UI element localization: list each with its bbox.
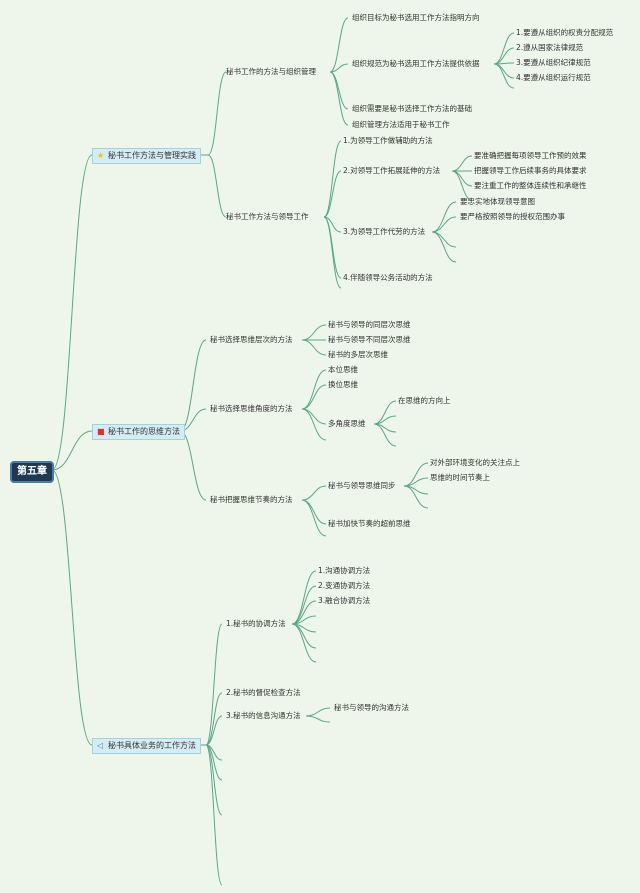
node-leaf[interactable]: 组织目标为秘书选用工作方法指明方向 [352,13,480,22]
connector [205,744,223,886]
branch-label: 秘书工作的思维方法 [108,427,180,436]
node-coordination[interactable]: 1.秘书的协调方法 [226,619,286,628]
connector [301,339,327,356]
root-node[interactable]: 第五章 [10,461,54,483]
node-leaf[interactable]: 2.遵从国家法律规范 [516,43,584,52]
connector [205,715,223,746]
connector [329,71,349,126]
connector [493,63,515,89]
connector [431,201,457,233]
node-thinking-level[interactable]: 秘书选择思维层次的方法 [210,335,293,344]
star-icon: ★ [97,151,105,160]
node-extend-method[interactable]: 2.对领导工作拓展延伸的方法 [343,166,441,175]
connector-root [51,154,93,471]
node-leaf[interactable]: 4.要遵从组织运行规范 [516,73,591,82]
node-org-norms[interactable]: 组织规范为秘书选用工作方法提供依据 [352,59,480,68]
connector [301,384,327,410]
node-leaf[interactable]: 在思维的方向上 [398,396,451,405]
node-leaf[interactable]: 对外部环境变化的关注点上 [430,458,520,467]
node-method-leadership[interactable]: 秘书工作方法与领导工作 [226,212,309,221]
connector [305,715,331,723]
connector [403,485,429,509]
node-leaf[interactable]: 把握领导工作后续事务的具体要求 [474,166,587,175]
node-leaf[interactable]: 要严格按照领导的授权范围办事 [460,212,565,221]
connector [205,744,223,816]
send-icon: ◁ [97,741,104,750]
connector [207,154,227,218]
connector-root [51,430,93,471]
connector [205,692,223,746]
connector [451,170,473,187]
connector [301,408,327,441]
node-method-org-management[interactable]: 秘书工作的方法与组织管理 [226,67,316,76]
connector [323,140,342,218]
node-thinking-rhythm[interactable]: 秘书把握思维节奏的方法 [210,495,293,504]
node-leaf[interactable]: 秘书与领导不同层次思维 [328,335,411,344]
connector [329,17,349,73]
connector [207,71,227,156]
node-multi-angle[interactable]: 多角度思维 [328,419,366,428]
connector [329,71,349,110]
connector [205,623,223,746]
flag-icon: ■ [97,427,105,436]
node-leaf[interactable]: 1.为领导工作做辅助的方法 [343,136,433,145]
connector [451,155,473,172]
node-leaf[interactable]: 换位思维 [328,380,358,389]
node-info-communication[interactable]: 3.秘书的信息沟通方法 [226,711,301,720]
node-leaf[interactable]: 本位思维 [328,365,358,374]
node-thinking-angle[interactable]: 秘书选择思维角度的方法 [210,404,293,413]
connector [179,339,207,432]
node-leaf[interactable]: 秘书与领导的同层次思维 [328,320,411,329]
connector [305,707,331,717]
branch-thinking-methods[interactable]: ■秘书工作的思维方法 [92,424,185,440]
connector [301,408,327,425]
connector [301,499,327,525]
node-leaf[interactable]: 1.要遵从组织的权责分配规范 [516,28,614,37]
node-leaf[interactable]: 4.伴随领导公务活动的方法 [343,273,433,282]
connector [301,369,327,410]
connector [301,485,327,501]
node-leaf[interactable]: 要忠实地体现领导意图 [460,197,535,206]
node-leaf[interactable]: 秘书加快节奏的超前思维 [328,519,411,528]
node-proxy-method[interactable]: 3.为领导工作代劳的方法 [343,227,426,236]
node-leaf[interactable]: 思维的时间节奏上 [430,473,490,482]
connector [291,623,317,663]
node-leaf[interactable]: 组织管理方法适用于秘书工作 [352,120,450,129]
node-leaf[interactable]: 要准确把握每项领导工作预的效果 [474,151,587,160]
connector [493,32,515,65]
node-leaf[interactable]: 要注重工作的整体连续性和承继性 [474,181,587,190]
connector [329,63,349,73]
branch-label: 秘书工作方法与管理实践 [108,151,196,160]
connector [493,47,515,65]
node-sync-thinking[interactable]: 秘书与领导思维同步 [328,481,396,490]
connector [431,231,457,263]
node-leaf[interactable]: 1.沟通协调方法 [318,566,371,575]
connector [451,170,473,201]
branch-work-methods-management[interactable]: ★秘书工作方法与管理实践 [92,148,201,164]
connector [291,585,317,625]
connector [431,231,457,248]
connector [301,499,327,537]
node-leaf[interactable]: 秘书与领导的沟通方法 [334,703,409,712]
node-leaf[interactable]: 3.融合协调方法 [318,596,371,605]
branch-business-methods[interactable]: ◁ 秘书具体业务的工作方法 [92,738,201,754]
node-supervision[interactable]: 2.秘书的督促检查方法 [226,688,301,697]
branch-label: 秘书具体业务的工作方法 [108,741,196,750]
node-leaf[interactable]: 3.要遵从组织纪律规范 [516,58,591,67]
connector [323,216,342,279]
connector-root [51,469,93,746]
connector [323,170,342,218]
connector [179,430,207,501]
connector [291,570,317,625]
connector [373,423,397,447]
connector [323,216,342,289]
connector [431,216,457,233]
node-leaf[interactable]: 秘书的多层次思维 [328,350,388,359]
node-leaf[interactable]: 2.变通协调方法 [318,581,371,590]
node-leaf[interactable]: 组织需要是秘书选择工作方法的基础 [352,104,472,113]
connector [301,324,327,341]
